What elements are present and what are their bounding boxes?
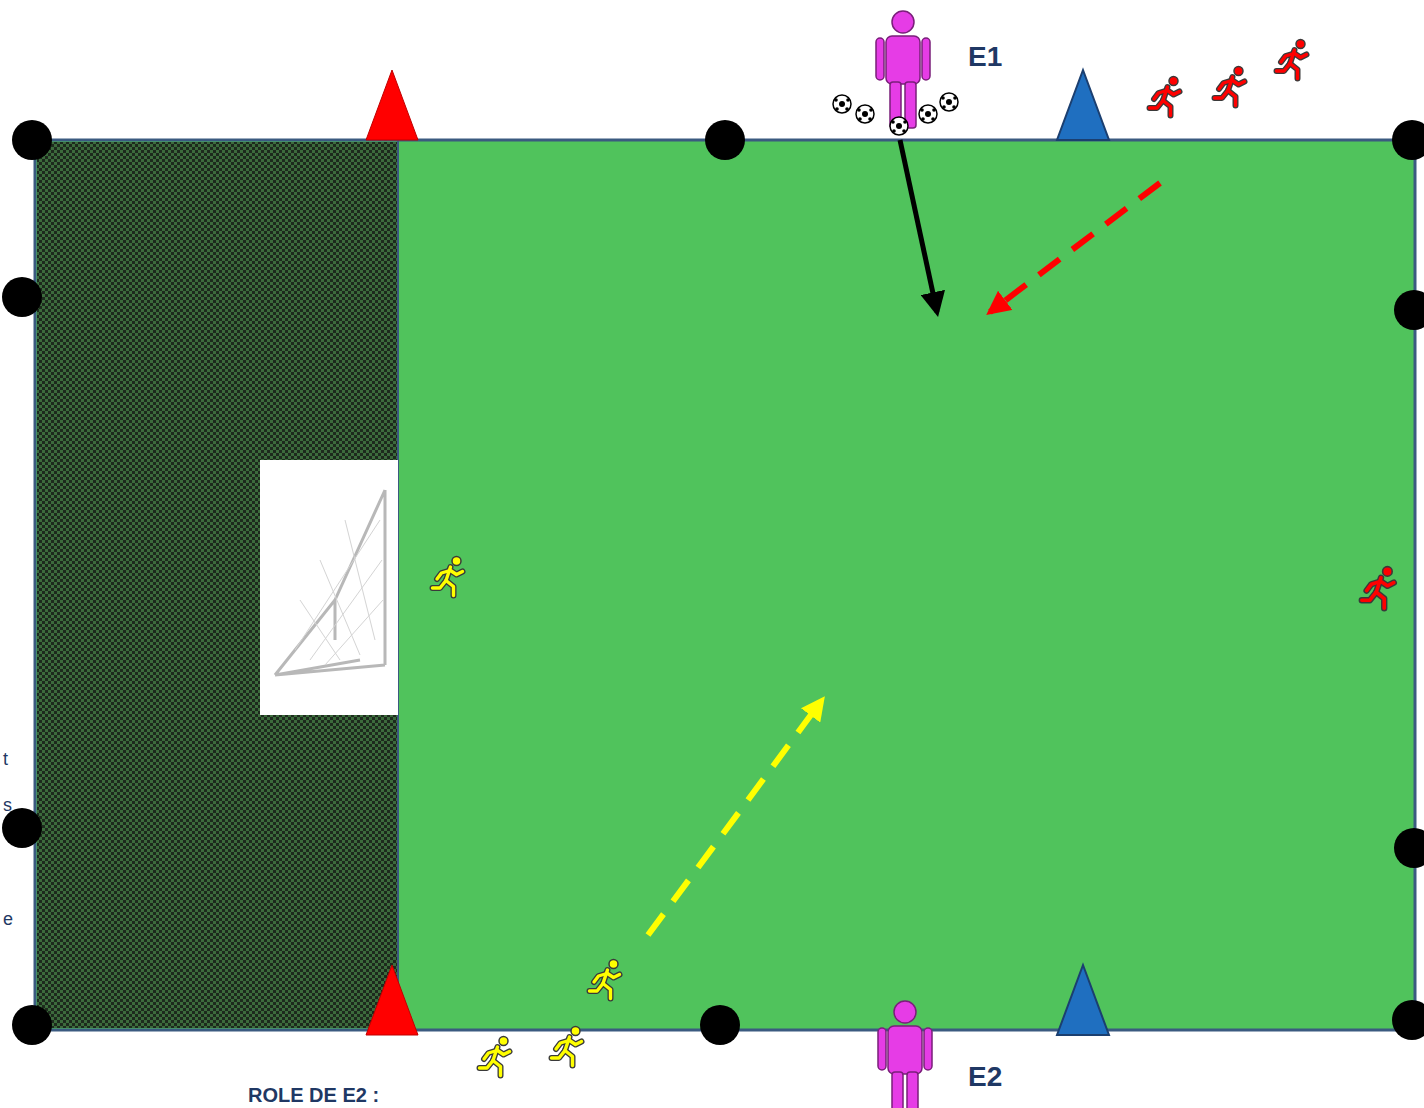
coach [878,1001,932,1108]
coach-label: E2 [968,1062,1002,1093]
marker-dot [2,120,1424,1045]
pass-arrow [900,140,937,312]
player [433,40,1394,1076]
note-fragment: e [3,910,13,930]
note-fragment: s [3,796,12,816]
note-heading: ROLE DE E2 : [248,1084,379,1106]
hatched-zone [37,142,398,1028]
goal [260,460,398,715]
run-arrow [990,183,1160,312]
run-arrow [648,700,822,935]
note-fragment: t [3,750,8,770]
coach-label: E1 [968,42,1002,73]
field [35,140,1415,1030]
cone [366,70,1109,1035]
ball [833,93,958,135]
